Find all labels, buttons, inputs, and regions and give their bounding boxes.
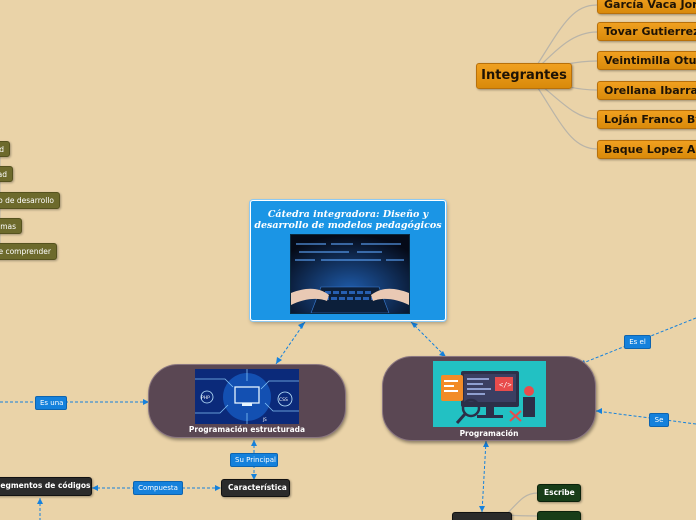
left-topic-label: o de desarrollo [0,196,54,205]
left-topic-label: e comprender [0,247,51,256]
segmentos-node[interactable]: Segmentos de códigos [0,477,92,496]
member-label: García Vaca Jord [604,0,696,11]
member-node[interactable]: Veintimilla Otuna [597,51,696,70]
member-label: Baque Lopez Are [604,143,696,156]
programming-node[interactable]: </> Programación [382,356,596,441]
su-principal-text: Su Principal [235,456,276,464]
green-child-node[interactable] [537,511,581,520]
escribe-node[interactable]: Escribe [537,484,581,502]
svg-text:CSS: CSS [279,397,288,403]
circuit-computer-image: PHP CSS JS [195,369,299,424]
left-topic-node[interactable]: o de desarrollo [0,192,60,209]
label-es-una[interactable]: Es una [35,396,67,410]
se-text: Se [654,416,664,424]
integrantes-node[interactable]: Integrantes [476,63,572,89]
programming-caption: Programación [459,429,519,438]
label-es-el[interactable]: Es el [624,335,651,349]
arrow-heads [37,322,602,512]
svg-text:JS: JS [262,417,267,422]
svg-text:PHP: PHP [201,395,210,401]
compuesta-text: Compuesta [138,484,178,492]
label-compuesta[interactable]: Compuesta [133,481,183,495]
left-topic-node[interactable]: mas [0,218,22,234]
left-topic-label: mas [0,222,16,231]
central-title: Cátedra integradora: Diseño y desarrollo… [254,209,442,231]
svg-text:</>: </> [499,381,512,389]
member-node[interactable]: Tovar Gutierrez [597,22,696,41]
left-topic-label: d [0,145,4,154]
label-se[interactable]: Se [649,413,669,427]
integrantes-label: Integrantes [481,68,567,83]
escribe-label: Escribe [544,488,575,497]
member-node[interactable]: Loján Franco Byr [597,110,696,129]
segmentos-label: Segmentos de códigos [0,481,91,490]
caracteristica-node[interactable]: Característica [221,479,290,497]
left-topic-label: ad [0,170,7,179]
member-label: Veintimilla Otuna [604,54,696,67]
member-label: Tovar Gutierrez [604,25,696,38]
structured-programming-caption: Programación estructurada [188,425,306,434]
developer-screen-illustration: </> [433,361,546,427]
es-el-text: Es el [629,338,646,346]
member-node[interactable]: Baque Lopez Are [597,140,696,159]
left-topic-node[interactable]: d [0,141,10,157]
caracteristica-label: Característica [228,483,287,492]
member-node[interactable]: Orellana Ibarra J [597,81,696,100]
left-topic-node[interactable]: ad [0,166,13,182]
hacker-hands-keyboard-image [290,234,410,314]
es-una-text: Es una [40,399,64,407]
structured-programming-node[interactable]: PHP CSS JS Programación estructurada [148,364,346,438]
programming-child-node[interactable] [452,512,512,520]
member-label: Orellana Ibarra J [604,84,696,97]
member-node[interactable]: García Vaca Jord [597,0,696,14]
central-topic-node[interactable]: Cátedra integradora: Diseño y desarrollo… [250,200,446,321]
dashed-connectors [0,317,696,520]
left-topic-node[interactable]: e comprender [0,243,57,260]
member-label: Loján Franco Byr [604,113,696,126]
label-su-principal[interactable]: Su Principal [230,453,278,467]
